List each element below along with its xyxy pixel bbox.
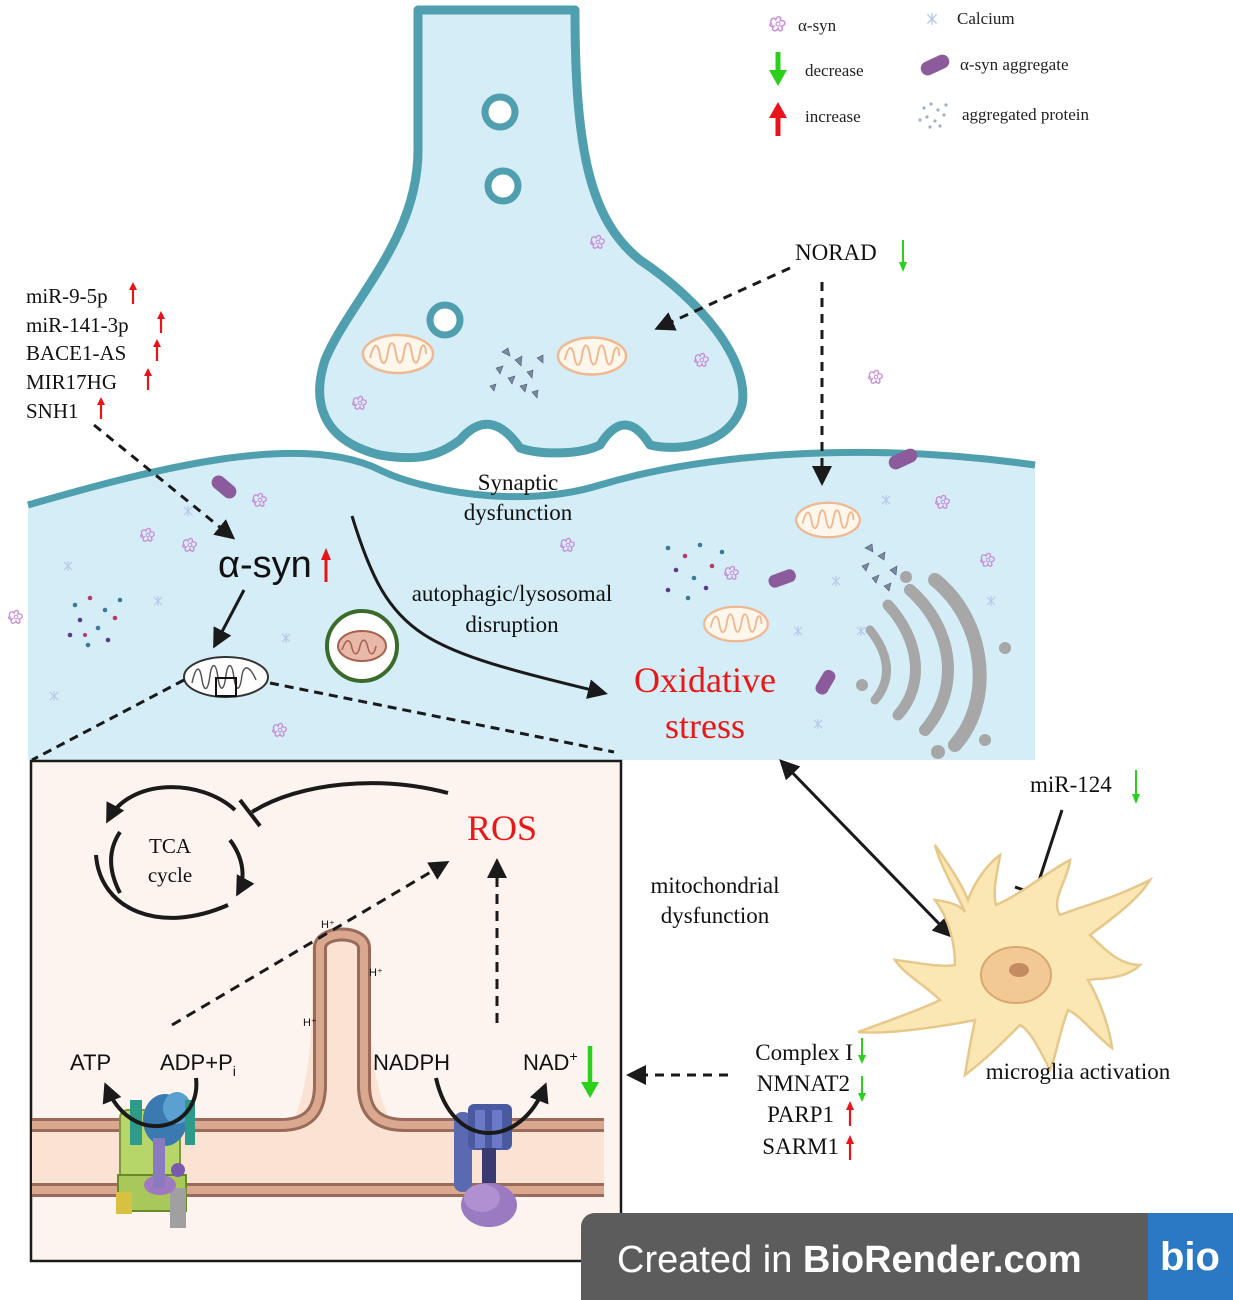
autophagic-disruption-line1: autophagic/lysosomal xyxy=(412,581,613,606)
asyn-label: α-syn xyxy=(218,544,312,586)
ros-inhibition xyxy=(238,781,449,828)
vesicle xyxy=(484,167,522,205)
atp-synthase-icon xyxy=(116,1092,195,1228)
nad-label: NAD+ xyxy=(523,1048,578,1075)
mitochondrion-icon xyxy=(556,336,628,376)
ncrna-item: SNH1 xyxy=(26,399,79,423)
atp-synthesis-arrow xyxy=(102,1077,199,1129)
asyn-icon xyxy=(769,16,786,32)
mito-dysfunction-line1: mitochondrial xyxy=(650,873,779,898)
golgi-apparatus xyxy=(856,571,1011,759)
mitochondrial-inset xyxy=(29,759,623,1263)
aggregated-protein-icon xyxy=(918,102,948,129)
legend-decrease: decrease xyxy=(805,61,864,80)
ros-label: ROS xyxy=(467,808,537,848)
oxidative-stress-line1: Oxidative xyxy=(634,660,776,700)
autophagic-disruption-line2: disruption xyxy=(465,612,559,637)
marker-item: PARP1 xyxy=(767,1102,834,1127)
presynaptic-terminal xyxy=(315,5,748,463)
marker-item: NMNAT2 xyxy=(757,1071,850,1096)
synaptic-dysfunction-line1: Synaptic xyxy=(478,470,559,495)
adp-label: ADP+Pi xyxy=(160,1050,236,1079)
marker-trend-icons xyxy=(846,1038,866,1160)
proton-label: H⁺ xyxy=(303,1017,317,1029)
decrease-arrow-icon xyxy=(581,1046,599,1098)
norad-label: NORAD xyxy=(795,240,877,265)
atp-label: ATP xyxy=(70,1050,111,1075)
microglia-label: microglia activation xyxy=(986,1059,1171,1084)
increase-arrow-icon xyxy=(321,548,331,582)
proton-label: H⁺ xyxy=(369,967,383,979)
tca-label-line1: TCA xyxy=(149,834,192,858)
ros-production-arrows xyxy=(171,858,507,1027)
complex-i-icon xyxy=(454,1104,517,1227)
marker-item: Complex I xyxy=(755,1040,853,1065)
postsynaptic-cell xyxy=(27,448,1036,760)
calcium-icon xyxy=(926,12,938,26)
nadph-label: NADPH xyxy=(373,1050,450,1075)
proton-label: H⁺ xyxy=(321,919,335,931)
asyn-aggregate-icon xyxy=(920,54,950,76)
tca-label-line2: cycle xyxy=(148,863,192,887)
watermark-text: Created in BioRender.com xyxy=(617,1239,1082,1281)
ncrna-item: BACE1-AS xyxy=(26,341,126,365)
marker-list: Complex I NMNAT2 PARP1 SARM1 xyxy=(755,1040,853,1159)
legend: α-syn decrease increase Calcium α-syn ag… xyxy=(769,9,1089,136)
asyn-aggregate-icons xyxy=(211,448,918,695)
zoom-lines xyxy=(31,678,615,762)
nad-conversion-arrow xyxy=(434,1077,549,1135)
microglia-cell xyxy=(857,844,1154,1078)
legend-increase: increase xyxy=(805,107,861,126)
ncrna-item: miR-9-5p xyxy=(26,284,108,308)
decrease-arrow-icon xyxy=(899,240,907,272)
vesicle xyxy=(426,301,464,339)
mitochondrion-zoom-source xyxy=(183,656,269,698)
autophagosome xyxy=(325,609,399,683)
decrease-arrow-icon xyxy=(769,52,787,86)
biorender-logo: bio xyxy=(1160,1235,1220,1279)
mitochondrion-icon xyxy=(794,501,862,539)
increase-arrow-icons xyxy=(97,282,165,419)
oxidative-stress-line2: stress xyxy=(665,706,745,746)
marker-item: SARM1 xyxy=(762,1134,839,1159)
biorender-watermark: Created in BioRender.com bio xyxy=(581,1213,1233,1300)
adp-subscript: i xyxy=(233,1063,236,1079)
mir124-label: miR-124 xyxy=(1030,772,1112,797)
mitochondrion-icon xyxy=(702,605,770,643)
ncrna-item: miR-141-3p xyxy=(26,313,129,337)
vesicle xyxy=(481,93,519,131)
tca-cycle xyxy=(94,785,255,920)
legend-calcium: Calcium xyxy=(957,9,1015,28)
decrease-arrow-icon xyxy=(1132,770,1140,804)
legend-asyn: α-syn xyxy=(798,16,837,35)
legend-asyn-aggregate: α-syn aggregate xyxy=(960,55,1069,74)
increase-arrow-icon xyxy=(769,102,787,136)
regulation-arrows xyxy=(93,266,832,1085)
nad-superscript: + xyxy=(569,1048,577,1064)
mito-dysfunction-line2: dysfunction xyxy=(661,903,770,928)
upregulated-ncrna-list: miR-9-5p miR-141-3p BACE1-AS MIR17HG SNH… xyxy=(26,284,129,423)
solid-arrows xyxy=(213,515,953,938)
legend-aggregated-protein: aggregated protein xyxy=(962,105,1089,124)
ncrna-item: MIR17HG xyxy=(26,370,117,394)
mitochondrion-icon xyxy=(361,333,435,375)
aggregated-protein-clusters xyxy=(67,347,898,648)
synaptic-dysfunction-line2: dysfunction xyxy=(464,500,573,525)
